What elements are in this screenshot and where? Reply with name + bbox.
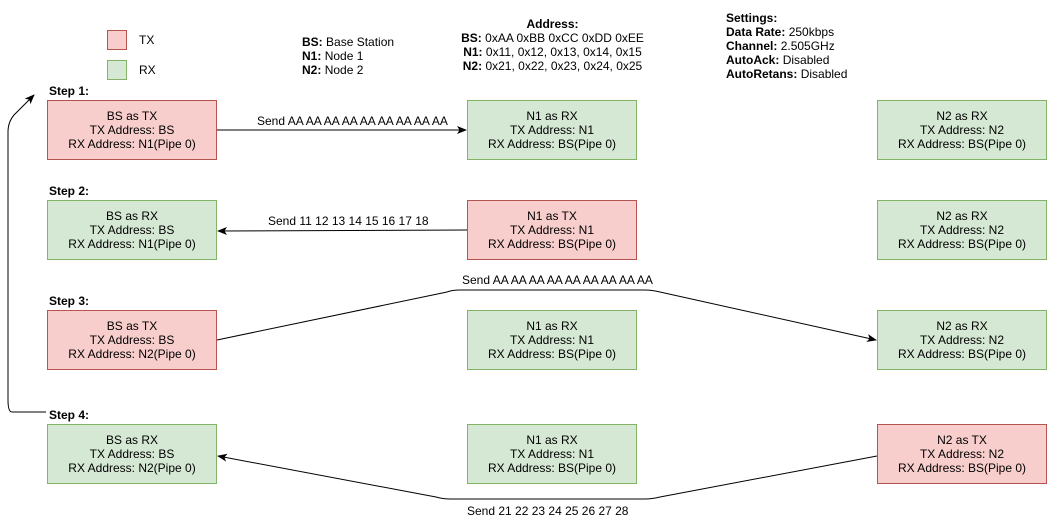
bs-key: BS: <box>302 35 323 49</box>
n2-key: N2: <box>302 63 322 77</box>
channel-value: 2.505GHz <box>780 39 835 53</box>
node-line-2: TX Address: BS <box>89 123 175 137</box>
node-line-3: RX Address: BS(Pipe 0) <box>487 347 617 361</box>
address-bs-value: 0xAA 0xBB 0xCC 0xDD 0xEE <box>485 31 644 45</box>
address-n1-key: N1: <box>463 45 483 59</box>
node-line-2: TX Address: N2 <box>919 223 1005 237</box>
node-line-2: TX Address: BS <box>89 447 175 461</box>
n2-value: Node 2 <box>324 63 364 77</box>
n1-value: Node 1 <box>324 49 364 63</box>
node-line-1: BS as RX <box>105 209 159 223</box>
step-3-n1-node: N1 as RX TX Address: N1 RX Address: BS(P… <box>467 310 637 370</box>
autoack-value: Disabled <box>782 53 830 67</box>
node-line-2: TX Address: N2 <box>919 333 1005 347</box>
node-line-3: RX Address: BS(Pipe 0) <box>487 137 617 151</box>
address-bs-key: BS: <box>461 31 482 45</box>
n1-key: N1: <box>302 49 322 63</box>
address-info: Address: BS: 0xAA 0xBB 0xCC 0xDD 0xEE N1… <box>455 17 650 73</box>
node-line-2: TX Address: N2 <box>919 123 1005 137</box>
node-line-1: N1 as TX <box>527 209 577 223</box>
node-line-3: RX Address: N1(Pipe 0) <box>68 137 196 151</box>
node-line-2: TX Address: BS <box>89 333 175 347</box>
step-1-n2-node: N2 as RX TX Address: N2 RX Address: BS(P… <box>877 100 1047 160</box>
legend-rx-swatch <box>107 60 127 80</box>
autoretans-value: Disabled <box>800 67 848 81</box>
legend-rx-label: RX <box>139 63 156 77</box>
step-2-bs-node: BS as RX TX Address: BS RX Address: N1(P… <box>47 200 217 260</box>
legend-tx-label: TX <box>139 33 155 47</box>
step-2-label: Step 2: <box>49 184 90 198</box>
node-line-1: N2 as RX <box>936 109 988 123</box>
bs-value: Base Station <box>326 35 395 49</box>
node-line-1: N1 as RX <box>526 319 578 333</box>
data-rate-value: 250kbps <box>788 25 835 39</box>
arrow-step2-n1-to-bs <box>217 226 468 235</box>
step-3-message: Send AA AA AA AA AA AA AA AA AA <box>462 273 653 287</box>
node-line-2: TX Address: N2 <box>919 447 1005 461</box>
node-line-1: BS as RX <box>105 433 159 447</box>
node-line-1: N1 as RX <box>526 433 578 447</box>
step-1-n1-node: N1 as RX TX Address: N1 RX Address: BS(P… <box>467 100 637 160</box>
step-1-label: Step 1: <box>49 84 90 98</box>
node-line-1: N2 as RX <box>936 209 988 223</box>
step-4-message: Send 21 22 23 24 25 26 27 28 <box>467 504 629 518</box>
step-3-label: Step 3: <box>49 294 90 308</box>
node-line-2: TX Address: BS <box>89 223 175 237</box>
node-line-2: TX Address: N1 <box>509 123 595 137</box>
step-2-n2-node: N2 as RX TX Address: N2 RX Address: BS(P… <box>877 200 1047 260</box>
node-names-info: BS: Base Station N1: Node 1 N2: Node 2 <box>302 35 394 77</box>
node-line-3: RX Address: BS(Pipe 0) <box>897 137 1027 151</box>
data-rate-key: Data Rate: <box>726 25 786 39</box>
node-line-3: RX Address: BS(Pipe 0) <box>487 461 617 475</box>
autoack-key: AutoAck: <box>726 53 780 67</box>
node-line-3: RX Address: BS(Pipe 0) <box>897 347 1027 361</box>
step-4-n1-node: N1 as RX TX Address: N1 RX Address: BS(P… <box>467 424 637 484</box>
step-4-bs-node: BS as RX TX Address: BS RX Address: N2(P… <box>47 424 217 484</box>
node-line-3: RX Address: BS(Pipe 0) <box>897 461 1027 475</box>
node-line-3: RX Address: BS(Pipe 0) <box>487 237 617 251</box>
node-line-2: TX Address: N1 <box>509 447 595 461</box>
legend-tx-swatch <box>107 30 127 50</box>
node-line-3: RX Address: N2(Pipe 0) <box>68 347 196 361</box>
step-3-n2-node: N2 as RX TX Address: N2 RX Address: BS(P… <box>877 310 1047 370</box>
step-3-bs-node: BS as TX TX Address: BS RX Address: N2(P… <box>47 310 217 370</box>
step-1-bs-node: BS as TX TX Address: BS RX Address: N1(P… <box>47 100 217 160</box>
address-n1-value: 0x11, 0x12, 0x13, 0x14, 0x15 <box>485 45 642 59</box>
step-4-n2-node: N2 as TX TX Address: N2 RX Address: BS(P… <box>877 424 1047 484</box>
step-2-n1-node: N1 as TX TX Address: N1 RX Address: BS(P… <box>467 200 637 260</box>
node-line-3: RX Address: BS(Pipe 0) <box>897 237 1027 251</box>
step-1-message: Send AA AA AA AA AA AA AA AA AA <box>257 114 448 128</box>
address-title: Address: <box>526 17 579 31</box>
node-line-2: TX Address: N1 <box>509 223 595 237</box>
node-line-1: N2 as RX <box>936 319 988 333</box>
node-line-1: N2 as TX <box>937 433 987 447</box>
node-line-1: BS as TX <box>106 319 158 333</box>
node-line-3: RX Address: N2(Pipe 0) <box>68 461 196 475</box>
node-line-1: BS as TX <box>106 109 158 123</box>
channel-key: Channel: <box>726 39 778 53</box>
arrow-loop-back-to-step1 <box>7 94 46 413</box>
autoretans-key: AutoRetans: <box>726 67 798 81</box>
address-n2-value: 0x21, 0x22, 0x23, 0x24, 0x25 <box>485 59 643 73</box>
node-line-2: TX Address: N1 <box>509 333 595 347</box>
node-line-3: RX Address: N1(Pipe 0) <box>68 237 196 251</box>
address-n2-key: N2: <box>462 59 483 73</box>
step-2-message: Send 11 12 13 14 15 16 17 18 <box>268 214 429 228</box>
step-4-label: Step 4: <box>49 408 90 422</box>
node-line-1: N1 as RX <box>526 109 578 123</box>
settings-info: Settings: Data Rate: 250kbps Channel: 2.… <box>726 11 847 81</box>
settings-title: Settings: <box>726 11 778 25</box>
